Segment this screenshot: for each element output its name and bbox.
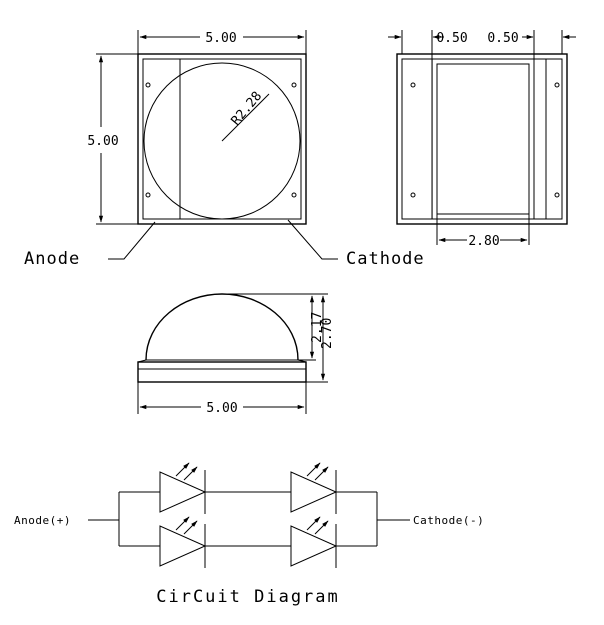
led-triangle [290, 471, 338, 513]
lens-circle [143, 62, 301, 220]
dome-outline [145, 293, 299, 361]
emission-arrow [314, 520, 329, 535]
cathode-label: Cathode [346, 249, 425, 269]
led-symbol [290, 516, 338, 568]
emission-arrow [175, 516, 190, 531]
emission-arrow [175, 462, 190, 477]
pad-hole [410, 82, 416, 88]
inner-dimension: 2.80 [468, 234, 499, 249]
bottom-view-inner-outline [401, 58, 563, 220]
top-view-outline [137, 53, 307, 225]
bottom-view-outline [396, 53, 568, 225]
cathode-terminal-label: Cathode(-) [413, 514, 484, 527]
anode-leader [108, 221, 156, 260]
right-pad-dimension: 0.50 [487, 31, 518, 46]
circuit-title: CirCuit Diagram [156, 587, 340, 607]
anode-terminal-label: Anode(+) [14, 514, 71, 527]
pad-hole [410, 192, 416, 198]
pad-hole [554, 192, 560, 198]
front-view: 2.17 2.70 5.00 [137, 293, 335, 416]
led-triangle [159, 471, 207, 513]
led-triangle [159, 525, 207, 567]
led-symbol [290, 462, 338, 514]
width-dimension: 5.00 [205, 31, 236, 46]
emission-arrow [183, 520, 198, 535]
pad-hole [145, 192, 151, 198]
front-width-dimension: 5.00 [206, 401, 237, 416]
pad-hole [291, 192, 297, 198]
package-base [137, 361, 307, 383]
radius-dimension: R2.28 [229, 89, 266, 129]
left-pad-dimension: 0.50 [436, 31, 467, 46]
total-height-dimension: 2.70 [320, 318, 335, 349]
bottom-view: 0.50 0.50 2.80 [388, 30, 576, 249]
pad-hole [554, 82, 560, 88]
circuit-diagram: Anode(+) [14, 462, 484, 607]
pad-hole [145, 82, 151, 88]
emission-arrow [314, 466, 329, 481]
dome-height-dimension: 2.17 [310, 312, 325, 343]
led-symbol [159, 516, 207, 568]
emission-arrow [306, 516, 321, 531]
top-view: R2.28 5.00 5.00 Anode Cathode [24, 30, 425, 269]
pad-hole [291, 82, 297, 88]
emission-arrow [306, 462, 321, 477]
emission-arrow [183, 466, 198, 481]
led-triangle [290, 525, 338, 567]
base-edge [137, 359, 147, 363]
center-pad [436, 63, 530, 215]
anode-label: Anode [24, 249, 80, 269]
led-symbol [159, 462, 207, 514]
height-dimension: 5.00 [87, 134, 118, 149]
top-view-inner-outline [142, 58, 302, 220]
cathode-leader [287, 219, 338, 260]
radius-leader [221, 93, 270, 142]
